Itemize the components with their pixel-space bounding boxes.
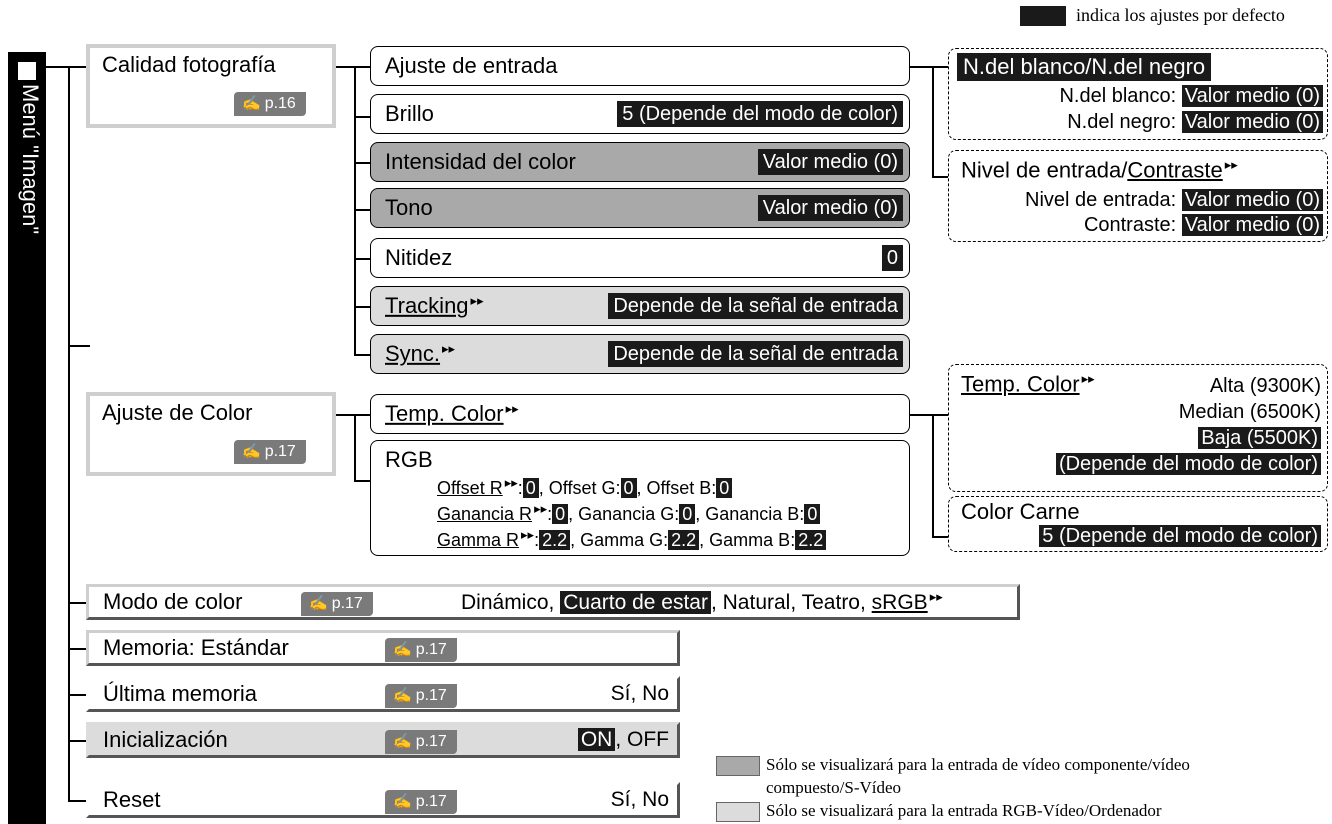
nivel-contraste-title: Nivel de entrada/Contraste▸▸ — [961, 157, 1238, 183]
book-icon: ✍ — [242, 443, 261, 460]
temp-color-options-box: Temp. Color▸▸ Alta (9300K) Median (6500K… — [948, 364, 1328, 492]
dark-fill-legend-text-2: compuesto/S-Vídeo — [766, 778, 902, 797]
nitidez-label: Nitidez — [385, 245, 453, 270]
ultima-options: Sí, No — [610, 682, 669, 705]
rgb-title: RGB — [385, 447, 433, 472]
page-ref-badge: ✍p.16 — [234, 92, 306, 116]
brillo-value: 5 (Depende del modo de color) — [617, 101, 903, 127]
temp-color-item[interactable]: Temp. Color▸▸ — [370, 394, 910, 434]
rgb-ganancia-line: Ganancia R▸▸:0, Ganancia G:0, Ganancia B… — [437, 501, 821, 525]
glossary-arrow-icon: ▸▸ — [442, 340, 456, 356]
book-icon: ✍ — [242, 95, 261, 112]
negro-row: N.del negro: Valor medio (0) — [1067, 111, 1323, 134]
intensidad-color-item[interactable]: Intensidad del color Valor medio (0) — [370, 142, 910, 182]
tracking-label: Tracking▸▸ — [385, 292, 484, 319]
modo-color-options: Dinámico, Cuarto de estar, Natural, Teat… — [461, 589, 943, 614]
nivel-contraste-box: Nivel de entrada/Contraste▸▸ Nivel de en… — [948, 150, 1328, 242]
temp-color-label: Temp. Color▸▸ — [385, 400, 519, 427]
blanco-negro-box: N.del blanco/N.del negro N.del blanco: V… — [948, 48, 1328, 140]
brillo-item[interactable]: Brillo 5 (Depende del modo de color) — [370, 94, 910, 134]
rgb-gamma-line: Gamma R▸▸:2.2, Gamma G:2.2, Gamma B:2.2 — [437, 527, 827, 551]
ajuste-color-label: Ajuste de Color — [102, 400, 253, 425]
menu-side-tab: Menú "Imagen" — [8, 52, 46, 824]
nitidez-value: 0 — [881, 245, 903, 271]
rgb-offset-line: Offset R▸▸:0, Offset G:0, Offset B:0 — [437, 475, 733, 499]
contraste-row: Contraste: Valor medio (0) — [1084, 214, 1323, 237]
ultima-memoria-label: Última memoria — [103, 681, 258, 706]
page-ref-badge: ✍p.17 — [234, 440, 306, 464]
glossary-arrow-icon: ▸▸ — [929, 589, 943, 604]
rgb-item[interactable]: RGB Offset R▸▸:0, Offset G:0, Offset B:0… — [370, 440, 910, 556]
page-ref-badge: ✍p.17 — [385, 638, 457, 662]
memoria-label: Memoria: Estándar — [103, 635, 289, 660]
temp-color-options-title: Temp. Color▸▸ — [961, 371, 1095, 397]
square-icon — [18, 62, 36, 80]
nitidez-item[interactable]: Nitidez 0 — [370, 238, 910, 278]
book-icon: ✍ — [309, 595, 328, 612]
book-icon: ✍ — [393, 793, 412, 810]
page-ref-badge: ✍p.17 — [385, 790, 457, 814]
tono-label: Tono — [385, 195, 433, 220]
color-carne-value: 5 (Depende del modo de color) — [1039, 525, 1321, 548]
menu-title: Menú "Imagen" — [18, 84, 43, 235]
tono-item[interactable]: Tono Valor medio (0) — [370, 188, 910, 228]
glossary-arrow-icon: ▸▸ — [470, 292, 484, 308]
inicializacion-options: ON, OFF — [577, 728, 669, 752]
intensidad-value: Valor medio (0) — [757, 149, 903, 175]
book-icon: ✍ — [393, 687, 412, 704]
reset-label: Reset — [103, 787, 161, 812]
calidad-fotografia-box[interactable]: Calidad fotografía ✍p.16 — [86, 44, 336, 128]
ultima-memoria-box[interactable]: Última memoria ✍p.17 Sí, No — [86, 676, 680, 712]
nivel-row: Nivel de entrada: Valor medio (0) — [1025, 189, 1323, 212]
sync-value: Depende de la señal de entrada — [608, 341, 903, 367]
ajuste-entrada-label: Ajuste de entrada — [385, 53, 558, 78]
modo-color-box[interactable]: Modo de color ✍p.17 Dinámico, Cuarto de … — [86, 584, 1020, 620]
page-ref-badge: ✍p.17 — [385, 684, 457, 708]
sync-label: Sync.▸▸ — [385, 340, 456, 367]
memoria-box[interactable]: Memoria: Estándar ✍p.17 — [86, 630, 680, 666]
temp-alta: Alta (9300K) — [1209, 375, 1321, 397]
ajuste-color-box[interactable]: Ajuste de Color ✍p.17 — [86, 392, 336, 476]
calidad-fotografia-label: Calidad fotografía — [102, 52, 276, 77]
book-icon: ✍ — [393, 733, 412, 750]
light-fill-legend-text: Sólo se visualizará para la entrada RGB-… — [766, 801, 1162, 820]
inicializacion-box[interactable]: Inicialización ✍p.17 ON, OFF — [86, 722, 680, 758]
dark-fill-legend-text: Sólo se visualizará para la entrada de v… — [766, 755, 1190, 774]
tono-value: Valor medio (0) — [757, 195, 903, 221]
inicializacion-label: Inicialización — [103, 727, 228, 752]
glossary-arrow-icon: ▸▸ — [505, 400, 519, 416]
glossary-arrow-icon: ▸▸ — [1224, 157, 1238, 172]
temp-median: Median (6500K) — [1178, 401, 1321, 423]
reset-options: Sí, No — [610, 788, 669, 811]
reset-box[interactable]: Reset ✍p.17 Sí, No — [86, 782, 680, 818]
page-ref-badge: ✍p.17 — [301, 592, 373, 616]
tracking-value: Depende de la señal de entrada — [608, 293, 903, 319]
dark-fill-legend-swatch — [716, 756, 760, 776]
modo-color-label: Modo de color — [103, 589, 243, 614]
ajuste-entrada-item[interactable]: Ajuste de entrada — [370, 46, 910, 86]
blanco-negro-title: N.del blanco/N.del negro — [957, 53, 1212, 81]
color-carne-title: Color Carne — [961, 499, 1080, 524]
sync-item[interactable]: Sync.▸▸ Depende de la señal de entrada — [370, 334, 910, 374]
page-ref-badge: ✍p.17 — [385, 730, 457, 754]
book-icon: ✍ — [393, 641, 412, 658]
brillo-label: Brillo — [385, 101, 434, 126]
light-fill-legend-swatch — [716, 802, 760, 822]
temp-baja: Baja (5500K) — [1198, 427, 1321, 450]
intensidad-label: Intensidad del color — [385, 149, 576, 174]
glossary-arrow-icon: ▸▸ — [1081, 371, 1095, 386]
color-carne-box: Color Carne 5 (Depende del modo de color… — [948, 496, 1328, 552]
blanco-row: N.del blanco: Valor medio (0) — [1059, 85, 1323, 108]
tracking-item[interactable]: Tracking▸▸ Depende de la señal de entrad… — [370, 286, 910, 326]
default-legend-text: indica los ajustes por defecto — [1076, 5, 1285, 25]
temp-depende: (Depende del modo de color) — [1055, 453, 1321, 476]
default-legend-swatch — [1020, 6, 1066, 26]
